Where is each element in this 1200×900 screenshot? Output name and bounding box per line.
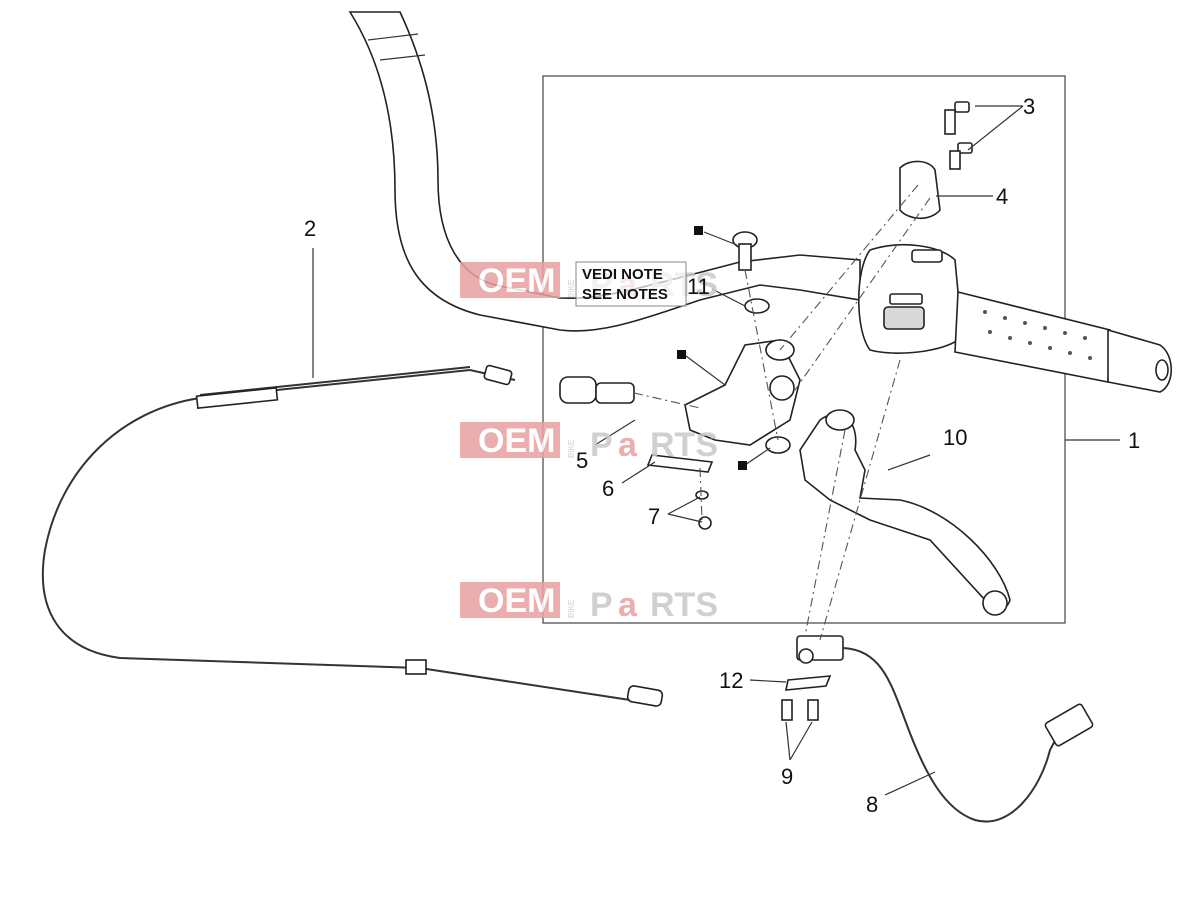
note-line-1: VEDI NOTE bbox=[582, 266, 663, 283]
svg-text:OEM: OEM bbox=[478, 422, 555, 460]
svg-text:a: a bbox=[618, 586, 638, 624]
clamp-4 bbox=[899, 160, 941, 220]
switch-harness-8 bbox=[842, 647, 1094, 823]
bushing bbox=[765, 436, 791, 454]
note-line-2: SEE NOTES bbox=[582, 286, 668, 303]
nut-7 bbox=[695, 490, 712, 530]
callout-10: 10 bbox=[943, 425, 967, 450]
callout-4: 4 bbox=[996, 184, 1008, 209]
callout-2: 2 bbox=[304, 216, 316, 241]
handlebar-grip bbox=[954, 290, 1172, 393]
svg-text:a: a bbox=[618, 426, 638, 464]
callout-5: 5 bbox=[576, 448, 588, 473]
note-markers bbox=[677, 226, 747, 470]
callout-labels: 1 2 3 4 5 6 7 8 9 10 11 12 bbox=[304, 94, 1140, 817]
leader-lines bbox=[312, 105, 1120, 796]
screws-3 bbox=[944, 101, 973, 170]
callout-9: 9 bbox=[781, 764, 793, 789]
callout-11: 11 bbox=[687, 274, 710, 299]
adjuster-5 bbox=[559, 376, 635, 404]
clutch-cable-2 bbox=[41, 364, 664, 707]
switch-12 bbox=[781, 635, 844, 721]
callout-3: 3 bbox=[1023, 94, 1035, 119]
lever-bracket bbox=[684, 339, 801, 446]
svg-text:OEM: OEM bbox=[478, 262, 555, 300]
callout-7: 7 bbox=[648, 504, 660, 529]
clutch-lever-10 bbox=[799, 409, 1011, 616]
callout-6: 6 bbox=[602, 476, 614, 501]
callout-1: 1 bbox=[1128, 428, 1140, 453]
svg-text:RTS: RTS bbox=[650, 586, 718, 624]
watermark-2: OEM P a RTS BIKE bbox=[460, 422, 718, 464]
svg-text:OEM: OEM bbox=[478, 582, 555, 620]
callout-12: 12 bbox=[719, 668, 743, 693]
svg-text:BIKE: BIKE bbox=[567, 600, 576, 618]
svg-text:BIKE: BIKE bbox=[567, 440, 576, 458]
watermark-3: OEM P a RTS BIKE bbox=[460, 582, 718, 624]
switch-housing bbox=[858, 244, 963, 354]
see-notes-box: VEDI NOTE SEE NOTES bbox=[575, 261, 687, 307]
pin-6 bbox=[646, 454, 714, 473]
callout-8: 8 bbox=[866, 792, 878, 817]
svg-text:RTS: RTS bbox=[650, 426, 718, 464]
assembly-guides bbox=[633, 184, 931, 641]
svg-text:P: P bbox=[590, 586, 613, 624]
svg-text:BIKE: BIKE bbox=[567, 280, 576, 298]
svg-text:P: P bbox=[590, 426, 613, 464]
